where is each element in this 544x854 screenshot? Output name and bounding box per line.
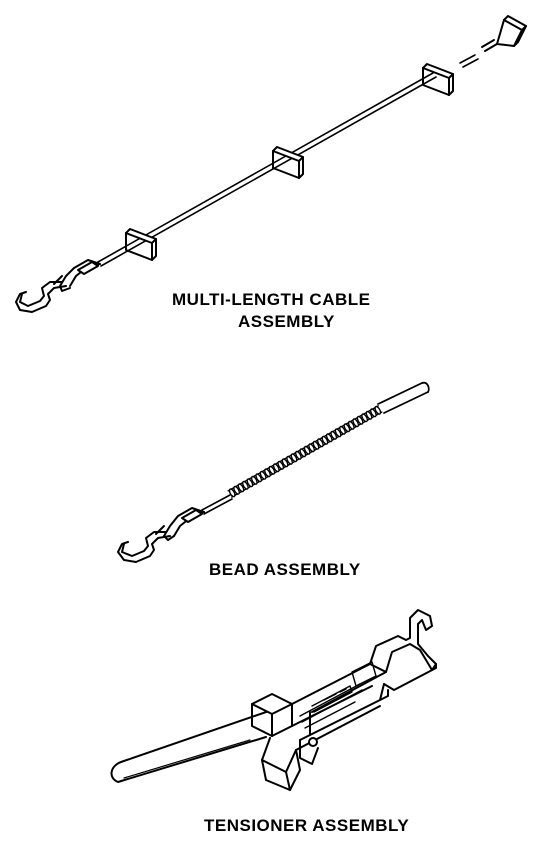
- cable-connector-block-2: [272, 146, 304, 179]
- bead: [290, 453, 298, 463]
- bead: [259, 470, 267, 480]
- tensioner-spring: [299, 661, 377, 729]
- bead: [272, 463, 280, 473]
- multi-length-cable-caption-line2: ASSEMBLY: [238, 312, 335, 331]
- bead: [250, 475, 258, 485]
- bead: [330, 430, 338, 440]
- bead: [308, 443, 316, 453]
- bead: [325, 433, 333, 443]
- cable-hook: [15, 259, 101, 313]
- tensioner-assembly-drawing: [110, 609, 437, 791]
- bead-string: [227, 405, 383, 498]
- cable-connector-block-3: [422, 63, 454, 96]
- bead: [246, 478, 254, 488]
- bead: [303, 445, 311, 455]
- tensioner-handle: [110, 709, 273, 783]
- bead: [286, 455, 294, 465]
- bead: [361, 413, 369, 423]
- bead: [281, 458, 289, 468]
- bead: [321, 435, 329, 445]
- bead: [264, 468, 271, 478]
- tensioner-screw: [308, 737, 318, 747]
- bead: [268, 465, 276, 475]
- bead-hook: [117, 507, 205, 563]
- bead: [343, 423, 351, 433]
- bead: [299, 448, 307, 458]
- bead: [255, 473, 263, 483]
- bead: [369, 408, 377, 418]
- bead-plain-rod: [377, 381, 430, 414]
- bead: [277, 460, 285, 470]
- bead: [233, 485, 241, 495]
- multi-length-cable-caption-line1: MULTI-LENGTH CABLE: [172, 290, 371, 309]
- bead-string-edge: [227, 405, 379, 492]
- bead-assembly-drawing: [117, 381, 430, 563]
- bead: [237, 483, 245, 493]
- cable-wire: [97, 72, 437, 267]
- bead: [374, 405, 382, 415]
- tensioner-assembly-caption: TENSIONER ASSEMBLY: [204, 816, 410, 835]
- cable-short-segment: [459, 54, 479, 68]
- tensioner-bracket: [261, 737, 301, 791]
- cable-end-connector: [481, 15, 527, 52]
- bead: [334, 428, 342, 438]
- tensioner-body: [291, 663, 387, 765]
- tensioner-hook: [369, 609, 437, 701]
- bead: [365, 410, 373, 420]
- bead-assembly-caption: BEAD ASSEMBLY: [209, 560, 361, 579]
- bead: [228, 488, 236, 498]
- bead: [316, 438, 324, 448]
- bead: [241, 480, 249, 490]
- bead: [339, 425, 346, 435]
- bead: [347, 420, 355, 430]
- cable-connector-block-1: [125, 228, 157, 261]
- bead: [312, 440, 320, 450]
- bead: [356, 415, 364, 425]
- bead: [352, 418, 360, 428]
- bead: [294, 450, 302, 460]
- multi-length-cable-drawing: [15, 15, 527, 313]
- bead-wire: [201, 494, 233, 515]
